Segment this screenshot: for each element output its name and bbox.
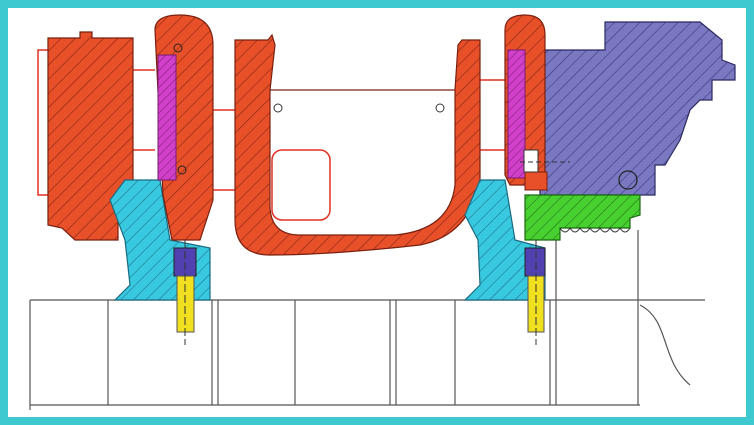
right-nut [524, 247, 546, 277]
center-window-outline [271, 149, 331, 221]
gear-teeth [559, 227, 631, 233]
right-clamp-small [524, 171, 548, 191]
center-mark-icon [273, 103, 283, 113]
left-seal-strip [157, 54, 177, 181]
center-housing [234, 33, 481, 256]
base-structure [29, 230, 705, 410]
center-mark-icon [435, 103, 445, 113]
small-bolt [523, 149, 539, 173]
right-seal-strip [507, 49, 526, 179]
pin-icon [173, 43, 183, 53]
gear-housing [529, 21, 736, 196]
left-outline [37, 49, 505, 196]
green-clamp [524, 194, 641, 241]
bolt-head-icon [618, 170, 638, 190]
pin-icon [177, 165, 187, 175]
